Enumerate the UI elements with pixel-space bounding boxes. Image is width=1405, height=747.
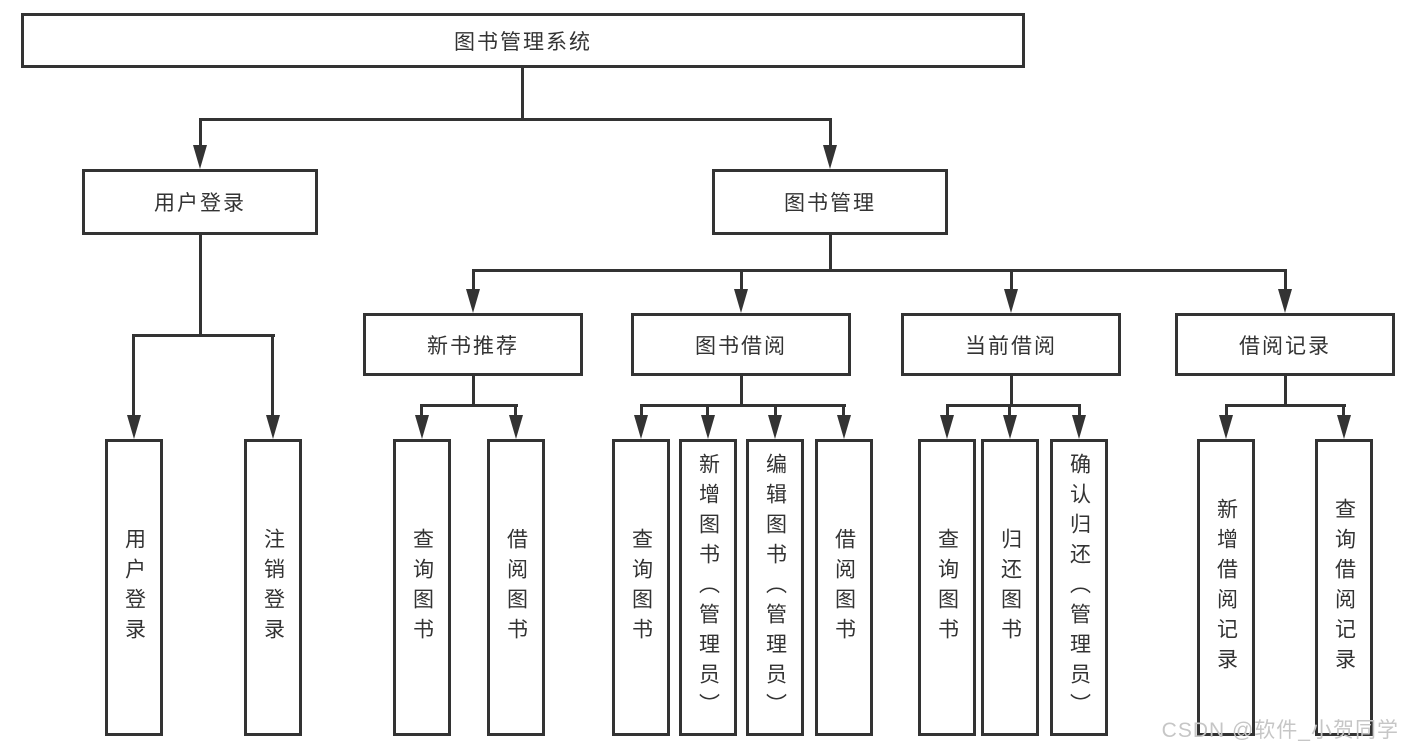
edge-book-mgmt-drop-4 xyxy=(1284,269,1287,291)
leaf-borrow-books-borrowing-label: 借阅图书 xyxy=(832,527,856,648)
node-borrowing-records: 借阅记录 xyxy=(1175,313,1395,376)
node-user-login: 用户登录 xyxy=(82,169,318,235)
node-borrowing-records-label: 借阅记录 xyxy=(1239,334,1331,358)
leaf-borrow-books-recommend-label: 借阅图书 xyxy=(504,527,528,648)
edge-current-bar xyxy=(946,404,1081,407)
node-current-borrowing: 当前借阅 xyxy=(901,313,1121,376)
leaf-logout: 注销登录 xyxy=(244,439,302,736)
node-new-book-recommend: 新书推荐 xyxy=(363,313,583,376)
leaf-query-borrow-record-label: 查询借阅记录 xyxy=(1332,497,1356,678)
arrow-down-query-books-borrowing xyxy=(634,415,648,439)
arrow-down-query-books-recommend xyxy=(415,415,429,439)
edge-records-drop-1 xyxy=(1225,404,1228,418)
leaf-borrow-books-borrowing: 借阅图书 xyxy=(815,439,873,736)
edge-book-mgmt-stem xyxy=(829,235,832,272)
leaf-query-borrow-record: 查询借阅记录 xyxy=(1315,439,1373,736)
arrow-down-borrow-books-borrowing xyxy=(837,415,851,439)
edge-records-drop-2 xyxy=(1342,404,1345,418)
edge-book-mgmt-drop-3 xyxy=(1010,269,1013,291)
node-current-borrowing-label: 当前借阅 xyxy=(965,334,1057,358)
leaf-add-borrow-record: 新增借阅记录 xyxy=(1197,439,1255,736)
leaf-edit-books-admin-label: 编辑图书（管理员） xyxy=(763,452,787,723)
leaf-borrow-books-recommend: 借阅图书 xyxy=(487,439,545,736)
node-user-login-label: 用户登录 xyxy=(154,192,246,215)
arrow-down-return-books xyxy=(1003,415,1017,439)
arrow-down-add-books-admin xyxy=(701,415,715,439)
node-book-management-label: 图书管理 xyxy=(784,192,876,215)
arrow-down-current-borrowing xyxy=(1004,289,1018,313)
edge-recommend-drop-2 xyxy=(514,404,517,418)
edge-current-stem xyxy=(1010,376,1013,407)
edge-records-bar xyxy=(1225,404,1346,407)
node-book-borrowing: 图书借阅 xyxy=(631,313,851,376)
arrow-down-borrowing-records xyxy=(1278,289,1292,313)
arrow-down-borrow-books-recommend xyxy=(509,415,523,439)
leaf-query-books-borrowing: 查询图书 xyxy=(612,439,670,736)
arrow-down-leaf-user-login xyxy=(127,415,141,439)
leaf-confirm-return-admin-label: 确认归还（管理员） xyxy=(1067,452,1091,723)
arrow-down-book-management xyxy=(823,145,837,169)
node-book-borrowing-label: 图书借阅 xyxy=(695,334,787,358)
leaf-confirm-return-admin: 确认归还（管理员） xyxy=(1050,439,1108,736)
edge-recommend-stem xyxy=(472,376,475,407)
edge-current-drop-2 xyxy=(1008,404,1011,418)
arrow-down-edit-books-admin xyxy=(768,415,782,439)
edge-current-drop-3 xyxy=(1078,404,1081,418)
leaf-query-books-recommend-label: 查询图书 xyxy=(410,527,434,648)
leaf-return-books: 归还图书 xyxy=(981,439,1039,736)
edge-borrowing-drop-2 xyxy=(706,404,709,418)
arrow-down-leaf-logout xyxy=(266,415,280,439)
edge-borrowing-drop-3 xyxy=(774,404,777,418)
arrow-down-query-books-current xyxy=(940,415,954,439)
leaf-edit-books-admin: 编辑图书（管理员） xyxy=(746,439,804,736)
edge-current-drop-1 xyxy=(946,404,949,418)
node-root: 图书管理系统 xyxy=(21,13,1025,68)
leaf-query-books-borrowing-label: 查询图书 xyxy=(629,527,653,648)
edge-recommend-bar xyxy=(421,404,518,407)
edge-root-drop-left xyxy=(199,118,202,147)
leaf-add-books-admin: 新增图书（管理员） xyxy=(679,439,737,736)
edge-user-login-bar xyxy=(132,334,275,337)
leaf-return-books-label: 归还图书 xyxy=(998,527,1022,648)
edge-root-bar xyxy=(199,118,832,121)
edge-borrowing-drop-1 xyxy=(640,404,643,418)
csdn-watermark: CSDN @软件_小贺同学 xyxy=(1161,719,1399,742)
leaf-query-books-current: 查询图书 xyxy=(918,439,976,736)
arrow-down-book-borrowing xyxy=(734,289,748,313)
node-new-book-recommend-label: 新书推荐 xyxy=(427,334,519,358)
arrow-down-new-book-recommend xyxy=(466,289,480,313)
arrow-down-confirm-return-admin xyxy=(1072,415,1086,439)
leaf-add-books-admin-label: 新增图书（管理员） xyxy=(696,452,720,723)
arrow-down-add-borrow-record xyxy=(1219,415,1233,439)
edge-book-mgmt-drop-1 xyxy=(472,269,475,291)
edge-user-login-drop-right xyxy=(271,334,274,417)
leaf-query-books-current-label: 查询图书 xyxy=(935,527,959,648)
edge-user-login-drop-left xyxy=(132,334,135,417)
leaf-user-login-label: 用户登录 xyxy=(122,527,146,648)
edge-borrowing-drop-4 xyxy=(842,404,845,418)
edge-root-drop-right xyxy=(829,118,832,147)
arrow-down-user-login xyxy=(193,145,207,169)
node-root-label: 图书管理系统 xyxy=(454,30,592,54)
edge-borrowing-stem xyxy=(740,376,743,407)
arrow-down-query-borrow-record xyxy=(1337,415,1351,439)
edge-book-mgmt-drop-2 xyxy=(740,269,743,291)
leaf-query-books-recommend: 查询图书 xyxy=(393,439,451,736)
edge-root-stem xyxy=(521,68,524,120)
edge-borrowing-bar xyxy=(640,404,846,407)
edge-records-stem xyxy=(1284,376,1287,407)
leaf-user-login: 用户登录 xyxy=(105,439,163,736)
edge-recommend-drop-1 xyxy=(420,404,423,418)
edge-book-mgmt-bar xyxy=(472,269,1287,272)
leaf-add-borrow-record-label: 新增借阅记录 xyxy=(1214,497,1238,678)
node-book-management: 图书管理 xyxy=(712,169,948,235)
edge-user-login-stem xyxy=(199,235,202,337)
leaf-logout-label: 注销登录 xyxy=(261,527,285,648)
